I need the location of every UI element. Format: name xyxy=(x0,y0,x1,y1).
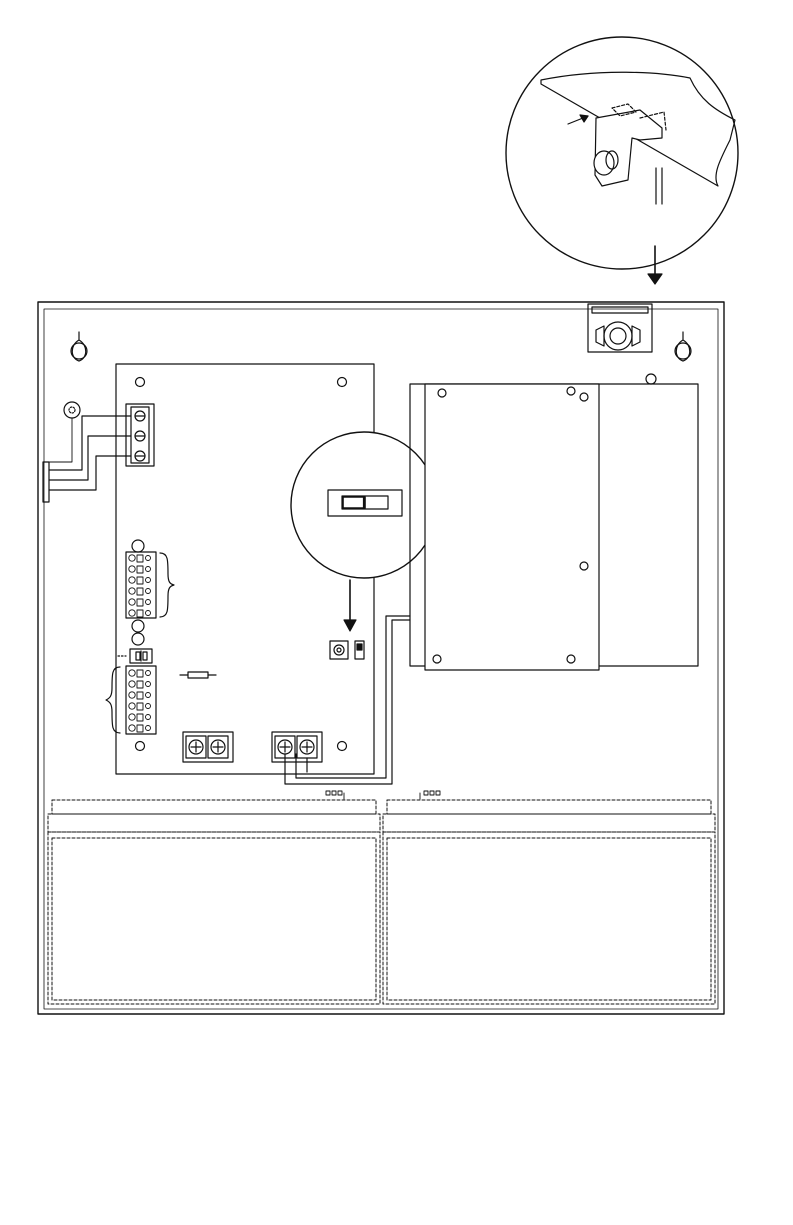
brace-lower xyxy=(106,667,120,733)
selector-switch-detail xyxy=(291,432,437,631)
voltage-select-switch xyxy=(355,641,364,659)
battery-left xyxy=(48,800,380,1004)
fuse xyxy=(180,672,216,678)
output-terminals-upper xyxy=(126,552,156,618)
plunger xyxy=(594,151,614,175)
tamper-switch-detail xyxy=(506,37,738,269)
voltage-adjust-pot xyxy=(330,641,348,659)
transformer-core xyxy=(425,384,599,670)
barrier-terminal-right xyxy=(272,732,322,762)
switch-actuator xyxy=(343,497,365,508)
ground-lug xyxy=(64,402,80,418)
battery-right xyxy=(383,800,715,1004)
transformer xyxy=(410,374,698,670)
barrier-terminal-left xyxy=(183,732,233,762)
brace-upper xyxy=(160,553,174,617)
power-supply-board xyxy=(49,364,374,774)
battery-terminals xyxy=(326,791,440,799)
led-2 xyxy=(132,620,144,632)
led-1 xyxy=(132,540,144,552)
mounting-keyhole-right xyxy=(676,332,690,361)
output-terminals-lower xyxy=(126,666,156,734)
mounting-keyhole-left xyxy=(72,332,86,361)
jumper-block xyxy=(118,649,152,663)
led-3 xyxy=(132,633,144,645)
ac-input-terminal xyxy=(126,404,154,466)
tamper-switch-bracket xyxy=(588,304,652,352)
